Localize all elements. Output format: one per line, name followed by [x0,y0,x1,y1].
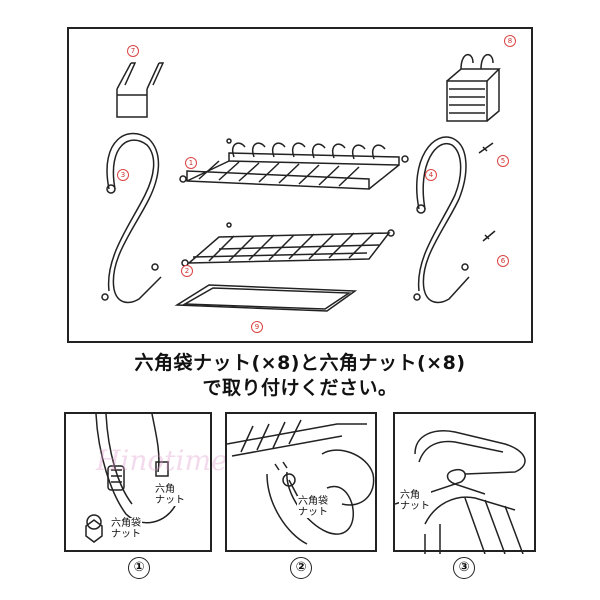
step-2-panel: 六角袋 ナット [225,412,377,552]
step-3-number: ③ [453,557,475,579]
s-frame-right-icon [413,136,470,304]
step-2-number: ② [290,557,312,579]
part-marker-5: 5 [497,155,509,167]
step-1-drawing [85,414,177,543]
hook-bracket-icon [116,62,165,118]
part-marker-9: 9 [251,321,263,333]
instruction-line-2: で取り付けください。 [202,377,398,399]
step-2-drawing [227,419,375,545]
step-3-hex-nut-label: 六角 ナット [399,490,431,512]
step-1-panel: 六角 ナット 六角袋 ナット Hinotime [64,412,228,552]
part-marker-3: 3 [117,169,129,181]
step-3-drawing [395,430,526,554]
utensil-holder-icon [446,54,501,122]
part-marker-1: 1 [185,157,197,169]
s-frame-left-icon [101,132,162,304]
part-marker-2: 2 [181,265,193,277]
exploded-view-panel: 7 8 3 4 1 5 2 6 9 [67,27,533,343]
screw-icon [478,142,496,242]
part-marker-6: 6 [497,255,509,267]
cap-nut-icon [85,519,103,543]
cup-rack-icon [181,222,395,267]
instruction-line-1: 六角袋ナット(×8)と六角ナット(×8) [134,352,466,374]
bolt-icon [107,465,125,491]
part-marker-8: 8 [504,35,516,47]
cap-nut-icon [282,473,296,487]
hex-nut-icon [155,461,169,477]
drip-tray-icon [174,284,358,312]
watermark: Hinotime [96,444,228,477]
step-1-cap-nut-label: 六角袋 ナット [110,518,142,540]
hex-nut-icon [446,468,466,485]
part-marker-7: 7 [127,45,139,57]
step-3-panel: 六角 ナット [393,412,536,554]
step-1-hex-nut-label: 六角 ナット [154,484,186,506]
exploded-view-drawing [101,54,501,312]
part-marker-4: 4 [425,169,437,181]
step-2-cap-nut-label: 六角袋 ナット [297,496,329,518]
step-1-number: ① [128,557,150,579]
dish-rack-icon [179,138,409,190]
